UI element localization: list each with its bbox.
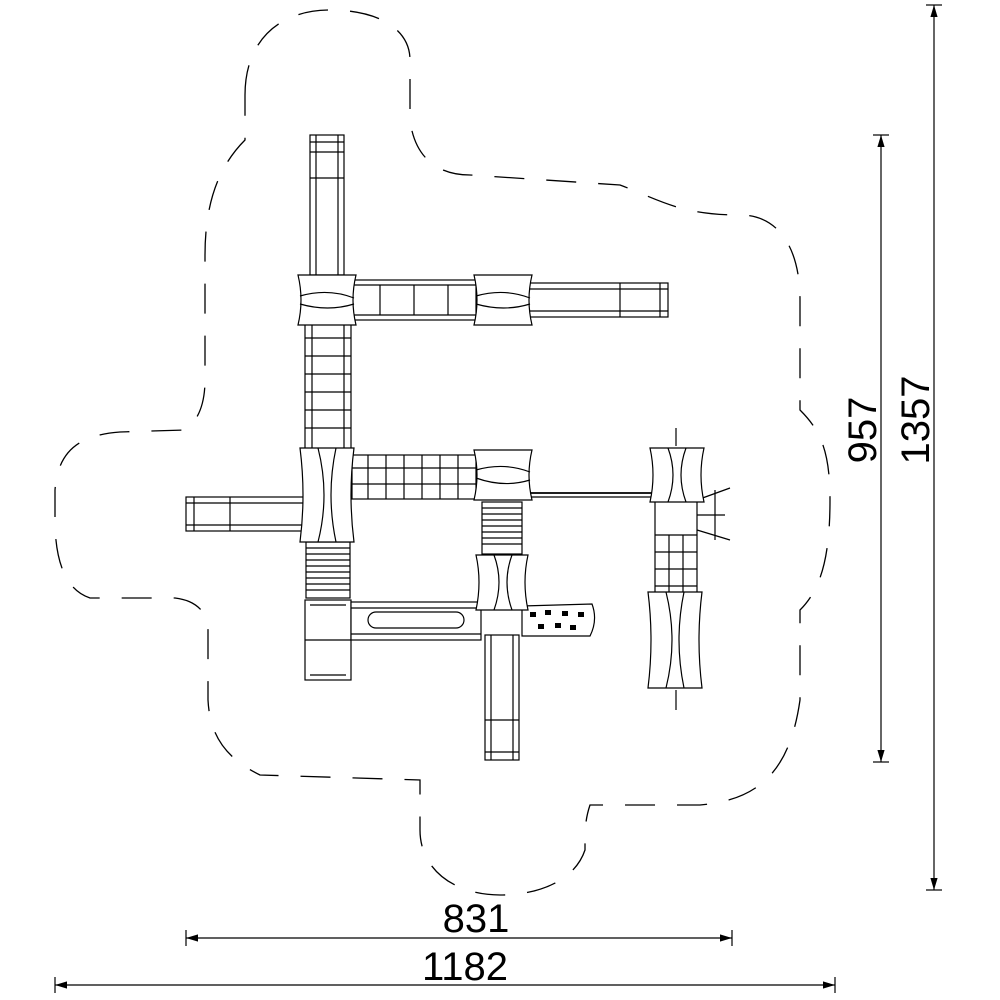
outer-width-label: 1182 — [422, 945, 508, 989]
left-slide — [185, 496, 305, 532]
tower-right-bottom — [647, 591, 703, 689]
outer-height-label: 1357 — [894, 376, 938, 465]
left-ribbed-tunnel — [305, 541, 351, 599]
rope-traverse — [530, 492, 652, 498]
climbing-wall — [521, 603, 596, 637]
safety-zone-outline — [54, 9, 831, 896]
center-ribbed-tunnel — [481, 501, 523, 555]
tower-top-left — [297, 274, 357, 326]
dimension-outer-height: 1357 — [894, 4, 942, 891]
inner-width-label: 831 — [443, 897, 510, 941]
lower-bridge — [350, 601, 482, 641]
tower-top-right — [473, 274, 533, 326]
tower-middle-left — [299, 447, 355, 543]
lower-left-platform — [304, 599, 352, 681]
dimension-inner-width: 831 — [185, 897, 733, 946]
dimension-outer-width: 1182 — [54, 945, 836, 993]
tower-right-top — [649, 447, 705, 503]
tower-middle-center — [473, 449, 533, 501]
tower-lower-center — [475, 554, 529, 611]
right-upper-slide — [527, 282, 669, 318]
bottom-slide — [484, 634, 520, 761]
right-climbing-net — [654, 428, 731, 710]
top-slide — [309, 134, 345, 276]
middle-net-bridge — [351, 454, 477, 500]
top-rope-bridge — [351, 279, 477, 321]
left-ladder — [304, 321, 352, 451]
inner-height-label: 957 — [841, 397, 885, 464]
dimension-inner-height: 957 — [841, 134, 889, 763]
